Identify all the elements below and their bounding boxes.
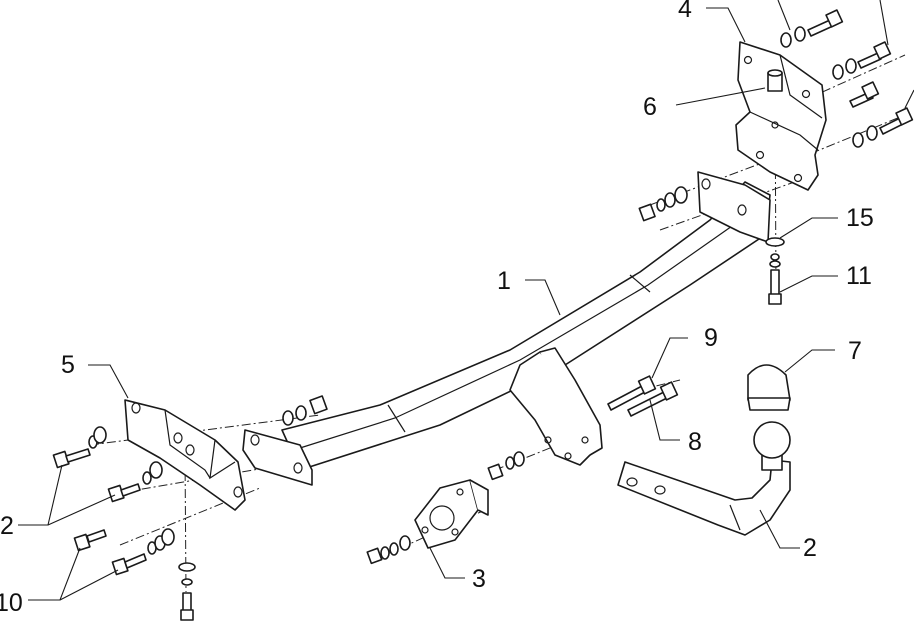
label-washer-large: 15 (846, 204, 874, 232)
label-right-bracket: 4 (678, 0, 692, 23)
right-bracket (735, 41, 827, 191)
main-crossbar (242, 171, 771, 486)
label-bolt-short-left: 10 (0, 589, 23, 617)
spacer-sleeve (767, 69, 783, 92)
socket-plate (414, 479, 489, 549)
ball-cap (747, 364, 791, 411)
label-main-crossbar: 1 (497, 267, 511, 295)
label-spacer-sleeve: 6 (643, 93, 657, 121)
leader-lines (18, 0, 914, 601)
label-bolt-vertical: 11 (846, 262, 872, 290)
fasteners (52, 9, 914, 621)
label-ball-neck-left: 2 (0, 512, 14, 540)
label-ball-neck-tow: 2 (803, 534, 817, 562)
label-ball-cap: 7 (848, 337, 862, 365)
ball-neck (617, 421, 791, 536)
label-bolt-long-upper: 9 (704, 324, 718, 352)
label-left-bracket: 5 (61, 351, 75, 379)
left-bracket (124, 399, 246, 511)
label-bolt-long: 8 (688, 428, 702, 456)
label-socket-plate: 3 (472, 565, 486, 593)
